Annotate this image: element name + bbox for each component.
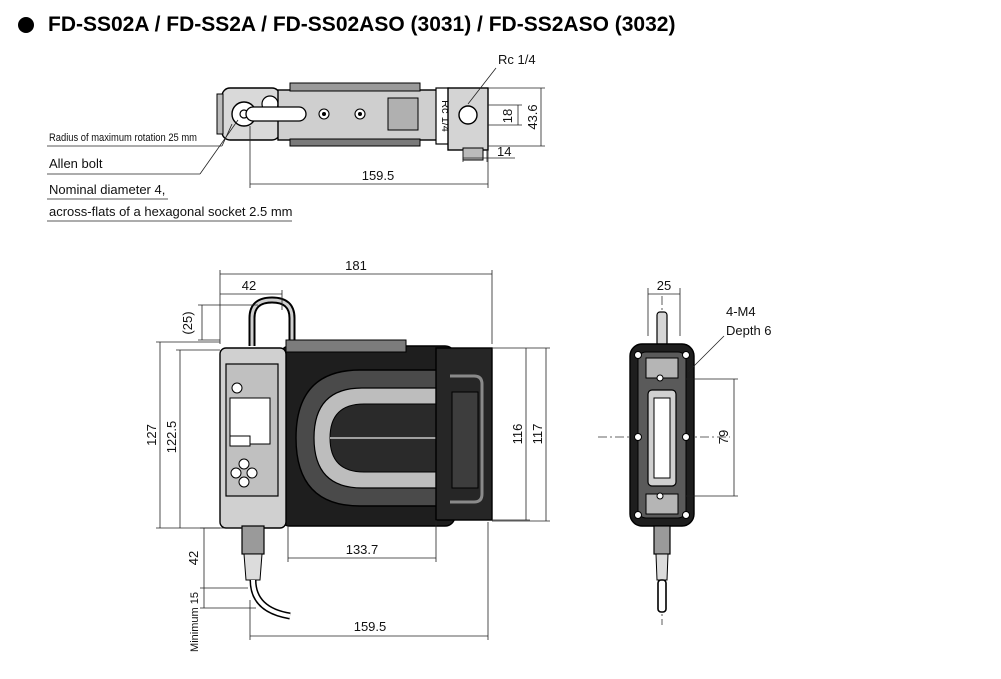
dim-minimum-15: Minimum 15 — [189, 592, 201, 652]
handle-loop-inner — [250, 298, 294, 346]
dim-14: 14 — [497, 144, 511, 159]
top-view: Rc 1/4 Rc 1/4 18 43.6 14 159.5 Radius of… — [47, 52, 545, 222]
cable-gland — [241, 525, 265, 555]
top-body-lower-rail — [289, 138, 421, 147]
dim-116: 116 — [510, 424, 525, 445]
note-bolt-leader — [199, 119, 239, 175]
note-allen-bolt: Allen bolt — [49, 156, 103, 171]
port-leader-line — [467, 67, 497, 105]
note-m4-leader — [687, 335, 725, 373]
side-window-inner — [653, 397, 671, 479]
dim-43-6: 43.6 — [525, 104, 540, 129]
dim-18: 18 — [500, 109, 515, 123]
side-strain-relief — [655, 553, 669, 581]
cable-strain-relief — [243, 553, 263, 581]
top-hole-1-center — [322, 112, 326, 116]
handle-loop-outer — [248, 296, 296, 346]
dim-133-7: 133.7 — [346, 542, 379, 557]
cable-inner — [251, 579, 291, 618]
title-bullet-icon — [18, 17, 34, 33]
port-label: Rc 1/4 — [498, 52, 536, 67]
note-nominal-diameter: Nominal diameter 4, — [49, 182, 165, 197]
side-cable — [657, 579, 667, 613]
side-top-stub — [656, 311, 668, 347]
front-port-inner-outline — [450, 374, 484, 504]
dim-117: 117 — [530, 424, 545, 445]
dim-25-paren: (25) — [180, 311, 195, 334]
top-port-block — [447, 87, 489, 151]
note-4-m4: 4-M4 — [726, 304, 756, 319]
note-rotation-radius: Radius of maximum rotation 25 mm — [49, 132, 197, 144]
title-row: FD-SS02A / FD-SS2A / FD-SS02ASO (3031) /… — [18, 10, 675, 40]
dim-79: 79 — [716, 430, 731, 444]
dim-159-5-bottom: 159.5 — [354, 619, 387, 634]
side-top-cap — [645, 357, 679, 379]
port-hole-icon — [458, 105, 478, 125]
page-title: FD-SS02A / FD-SS2A / FD-SS02ASO (3031) /… — [48, 13, 676, 36]
dim-181: 181 — [345, 258, 367, 273]
front-view: 181 42 (25) 127 122.5 116 117 133.7 — [144, 258, 550, 652]
top-clamp-edge — [216, 93, 224, 135]
display-screen-step — [229, 435, 251, 447]
indicator-led-icon — [231, 382, 243, 394]
side-cable-gland — [653, 525, 671, 555]
dim-122-5: 122.5 — [164, 421, 179, 454]
dim-42-top: 42 — [242, 278, 256, 293]
dim-159-5-top: 159.5 — [362, 168, 395, 183]
top-slot — [245, 106, 307, 122]
note-depth-6: Depth 6 — [726, 323, 772, 338]
note-hex-socket: across-flats of a hexagonal socket 2.5 m… — [49, 204, 293, 219]
top-hole-2-center — [358, 112, 362, 116]
m4-holes-icon — [634, 351, 690, 519]
front-top-rail — [285, 339, 407, 353]
side-view: 25 4-M4 Depth 6 79 — [598, 278, 772, 625]
front-port-window — [451, 391, 479, 489]
top-body-upper-rail — [289, 82, 421, 92]
keypad-buttons-icon — [230, 458, 258, 488]
dim-127: 127 — [144, 424, 159, 446]
dim-25-side: 25 — [657, 278, 671, 293]
dim-42-cable: 42 — [186, 551, 201, 565]
top-body-block — [387, 97, 419, 131]
